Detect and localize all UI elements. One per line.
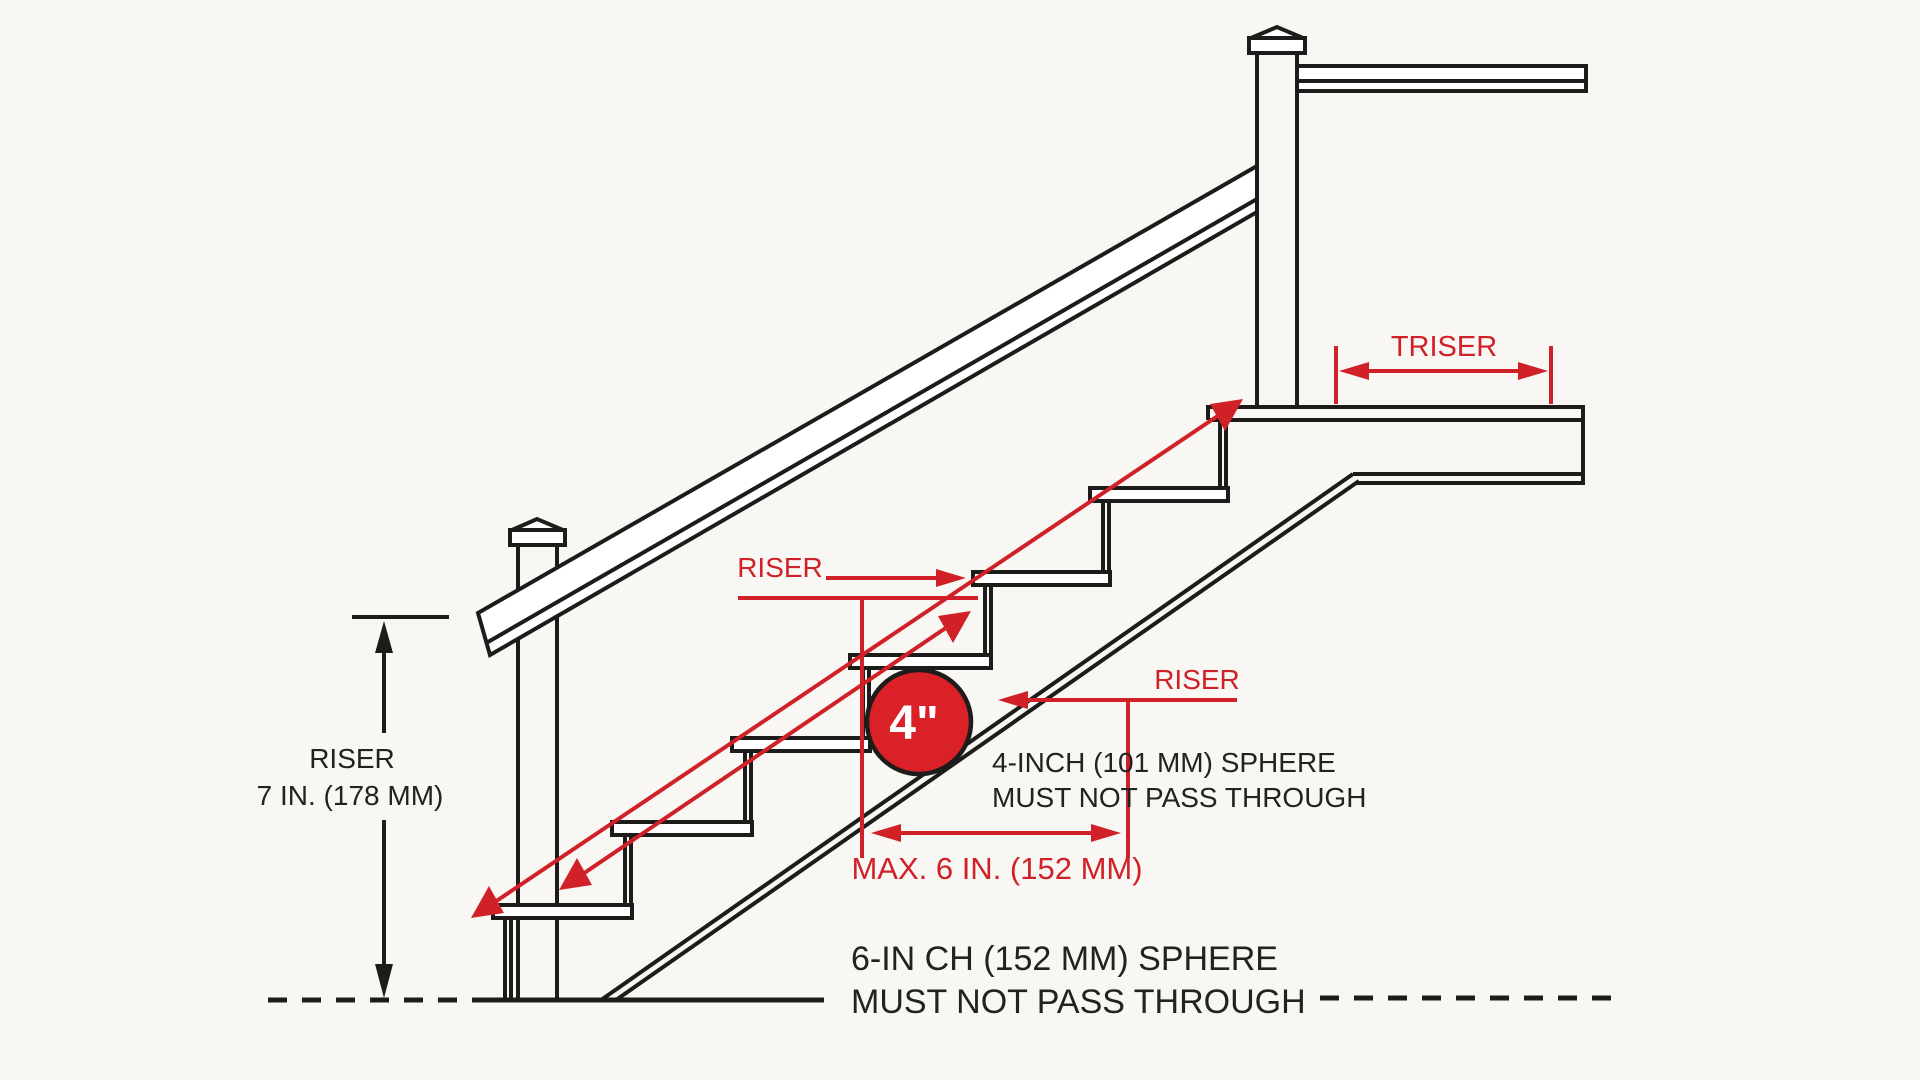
sphere-4in-circle — [864, 667, 974, 777]
sphere-4in: 4" — [864, 667, 974, 777]
riser-mid-label: RISER — [1154, 664, 1240, 695]
tread — [730, 736, 872, 753]
note-6in-line2: MUST NOT PASS THROUGH — [851, 983, 1306, 1021]
newel-post-upper — [1247, 24, 1307, 407]
note-6in-sphere: 6-IN CH (152 MM) SPHERE MUST NOT PASS TH… — [851, 940, 1306, 1021]
triser-label: TRISER — [1391, 331, 1497, 363]
tread — [1088, 486, 1230, 503]
tread — [491, 903, 634, 920]
tread — [971, 570, 1112, 587]
tread — [848, 653, 993, 670]
handrail-diagonal — [475, 162, 1259, 659]
stringer — [599, 472, 1583, 1002]
note-4in-sphere: 4-INCH (101 MM) SPHERE MUST NOT PASS THR… — [992, 747, 1366, 813]
riser-upper-label: RISER — [737, 552, 823, 583]
note-4in-line1: 4-INCH (101 MM) SPHERE — [992, 747, 1336, 778]
dimension-riser-height: RISER 7 IN. (178 MM) — [257, 615, 449, 998]
dimension-max-6in: MAX. 6 IN. (152 MM) — [851, 824, 1143, 886]
note-4in-line2: MUST NOT PASS THROUGH — [992, 782, 1366, 813]
landing — [1206, 405, 1585, 485]
max-6in-label: MAX. 6 IN. (152 MM) — [851, 851, 1142, 886]
diagonal-guide-arrow-short — [559, 611, 971, 890]
tread — [610, 820, 754, 837]
riser-height-label-line2: 7 IN. (178 MM) — [257, 780, 444, 811]
dimension-triser: TRISER — [1334, 331, 1553, 404]
callout-riser-upper: RISER — [737, 552, 978, 858]
note-6in-line1: 6-IN CH (152 MM) SPHERE — [851, 940, 1278, 978]
diagonal-guide-arrow-long — [471, 399, 1243, 918]
sphere-4in-circle-label: 4" — [889, 697, 938, 750]
riser-height-label-line1: RISER — [309, 743, 395, 774]
callout-riser-mid: RISER — [998, 664, 1240, 858]
ground-line — [268, 995, 1612, 1003]
handrail-top-horizontal — [1295, 64, 1588, 93]
